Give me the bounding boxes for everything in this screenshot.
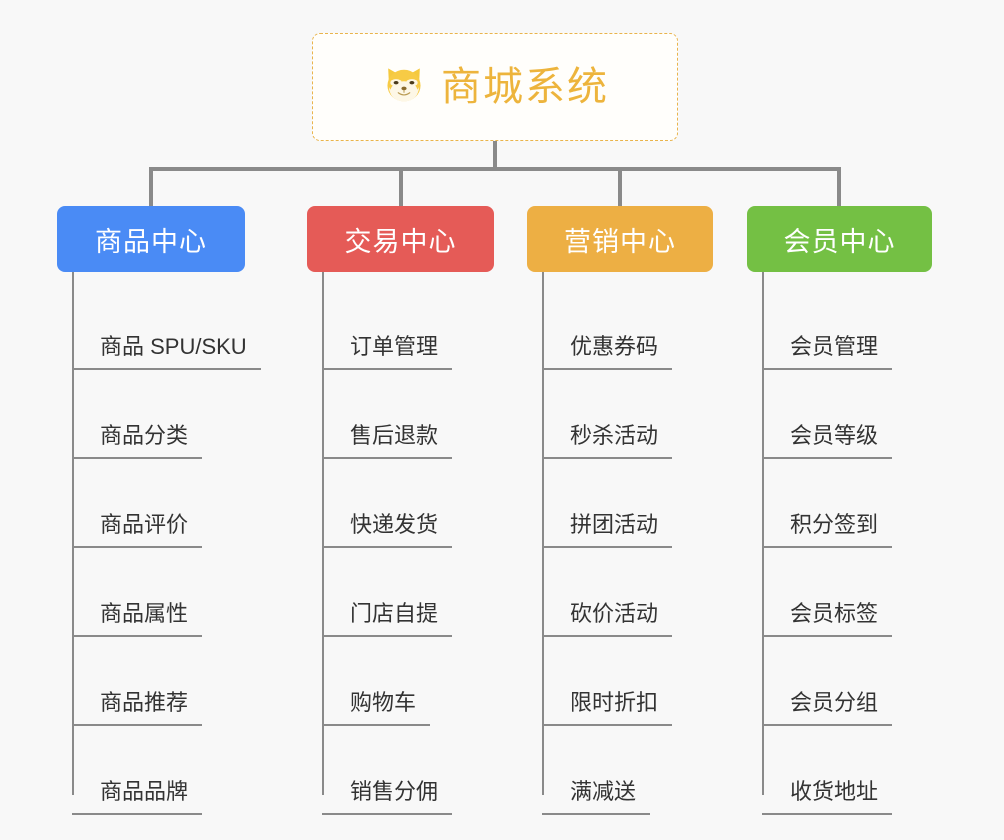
category-label-3: 营销中心 xyxy=(564,226,676,257)
leaf-list-1: 商品 SPU/SKU 商品分类 商品评价 商品属性 商品推荐 商品品牌 xyxy=(57,272,261,815)
leaf-label: 会员管理 xyxy=(762,336,893,370)
root-trunk-connector xyxy=(493,141,497,170)
leaf-label: 购物车 xyxy=(322,692,431,726)
leaf-label: 会员标签 xyxy=(762,603,893,637)
root-node-content: 商城系统 xyxy=(381,64,609,110)
leaf-spine-1 xyxy=(72,272,74,795)
leaf-item[interactable]: 商品分类 xyxy=(72,370,245,459)
leaf-item[interactable]: 收货地址 xyxy=(762,726,932,815)
drop-connector-1 xyxy=(149,167,153,208)
leaf-label: 订单管理 xyxy=(322,336,453,370)
leaf-list-3: 优惠券码 秒杀活动 拼团活动 砍价活动 限时折扣 满减送 xyxy=(527,272,713,815)
dog-face-emoji-icon xyxy=(387,68,421,102)
leaf-label: 商品属性 xyxy=(72,603,203,637)
drop-connector-2 xyxy=(399,167,403,208)
branch-column-2: 交易中心 订单管理 售后退款 快递发货 门店自提 购物车 销售分佣 xyxy=(307,206,494,815)
leaf-item[interactable]: 会员等级 xyxy=(762,370,932,459)
leaf-item[interactable]: 商品属性 xyxy=(72,548,245,637)
leaf-item[interactable]: 积分签到 xyxy=(762,459,932,548)
drop-connector-4 xyxy=(837,167,841,208)
leaf-label: 拼团活动 xyxy=(542,514,673,548)
leaf-item[interactable]: 商品 SPU/SKU xyxy=(72,281,261,370)
leaf-spine-2 xyxy=(322,272,324,795)
leaf-item[interactable]: 快递发货 xyxy=(322,459,494,548)
category-box-4[interactable]: 会员中心 xyxy=(747,206,932,272)
leaf-item[interactable]: 满减送 xyxy=(542,726,713,815)
leaf-item[interactable]: 砍价活动 xyxy=(542,548,713,637)
leaf-item[interactable]: 商品品牌 xyxy=(72,726,245,815)
category-box-2[interactable]: 交易中心 xyxy=(307,206,494,272)
leaf-label: 会员分组 xyxy=(762,692,893,726)
leaf-item[interactable]: 销售分佣 xyxy=(322,726,494,815)
leaf-item[interactable]: 会员管理 xyxy=(762,281,932,370)
leaf-label: 售后退款 xyxy=(322,425,453,459)
category-label-2: 交易中心 xyxy=(344,226,457,257)
leaf-label: 商品分类 xyxy=(72,425,203,459)
leaf-label: 门店自提 xyxy=(322,603,453,637)
leaf-label: 优惠券码 xyxy=(542,336,673,370)
category-box-1[interactable]: 商品中心 xyxy=(57,206,245,272)
branch-column-1: 商品中心 商品 SPU/SKU 商品分类 商品评价 商品属性 商品推荐 商品品牌 xyxy=(57,206,261,815)
leaf-label: 快递发货 xyxy=(322,514,453,548)
root-title: 商城系统 xyxy=(441,65,609,109)
leaf-label: 商品推荐 xyxy=(72,692,203,726)
leaf-item[interactable]: 购物车 xyxy=(322,637,494,726)
leaf-label: 积分签到 xyxy=(762,514,893,548)
category-box-3[interactable]: 营销中心 xyxy=(527,206,713,272)
leaf-item[interactable]: 优惠券码 xyxy=(542,281,713,370)
leaf-label: 销售分佣 xyxy=(322,781,453,815)
leaf-label: 商品品牌 xyxy=(72,781,203,815)
leaf-spine-4 xyxy=(762,272,764,795)
category-label-1: 商品中心 xyxy=(95,226,207,257)
leaf-label: 会员等级 xyxy=(762,425,893,459)
leaf-item[interactable]: 商品推荐 xyxy=(72,637,245,726)
leaf-label: 限时折扣 xyxy=(542,692,673,726)
horizontal-branch-connector xyxy=(149,167,839,171)
leaf-item[interactable]: 订单管理 xyxy=(322,281,494,370)
leaf-item[interactable]: 限时折扣 xyxy=(542,637,713,726)
leaf-item[interactable]: 拼团活动 xyxy=(542,459,713,548)
branch-column-4: 会员中心 会员管理 会员等级 积分签到 会员标签 会员分组 收货地址 xyxy=(747,206,932,815)
leaf-spine-3 xyxy=(542,272,544,795)
leaf-list-4: 会员管理 会员等级 积分签到 会员标签 会员分组 收货地址 xyxy=(747,272,932,815)
leaf-item[interactable]: 售后退款 xyxy=(322,370,494,459)
leaf-label: 秒杀活动 xyxy=(542,425,673,459)
leaf-item[interactable]: 商品评价 xyxy=(72,459,245,548)
leaf-label: 商品 SPU/SKU xyxy=(72,336,261,370)
leaf-list-2: 订单管理 售后退款 快递发货 门店自提 购物车 销售分佣 xyxy=(307,272,494,815)
leaf-item[interactable]: 会员分组 xyxy=(762,637,932,726)
category-label-4: 会员中心 xyxy=(783,226,896,257)
leaf-item[interactable]: 秒杀活动 xyxy=(542,370,713,459)
root-node[interactable]: 商城系统 xyxy=(312,33,678,141)
leaf-label: 商品评价 xyxy=(72,514,203,548)
leaf-item[interactable]: 会员标签 xyxy=(762,548,932,637)
drop-connector-3 xyxy=(618,167,622,208)
leaf-item[interactable]: 门店自提 xyxy=(322,548,494,637)
branch-column-3: 营销中心 优惠券码 秒杀活动 拼团活动 砍价活动 限时折扣 满减送 xyxy=(527,206,713,815)
leaf-label: 砍价活动 xyxy=(542,603,673,637)
leaf-label: 满减送 xyxy=(542,781,651,815)
leaf-label: 收货地址 xyxy=(762,781,893,815)
